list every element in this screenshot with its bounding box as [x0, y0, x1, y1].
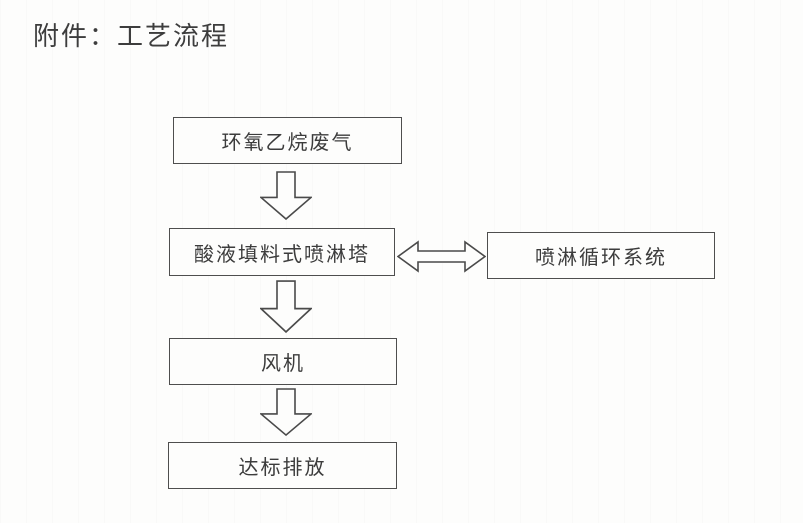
node-waste-gas: 环氧乙烷废气	[173, 117, 402, 164]
node-spray-tower-label: 酸液填料式喷淋塔	[194, 243, 370, 266]
double-arrow-icon	[397, 240, 486, 273]
down-arrow-icon	[260, 388, 312, 436]
page-title: 附件：工艺流程	[33, 22, 230, 51]
node-fan: 风机	[169, 338, 397, 385]
node-discharge: 达标排放	[168, 442, 397, 489]
down-arrow-icon	[260, 171, 312, 220]
node-discharge-label: 达标排放	[238, 457, 327, 479]
down-arrow-icon	[260, 280, 312, 333]
node-circulation-system-label: 喷淋循环系统	[535, 247, 667, 269]
node-fan-label: 风机	[261, 353, 305, 375]
node-spray-tower: 酸液填料式喷淋塔	[169, 228, 395, 276]
node-circulation-system: 喷淋循环系统	[487, 232, 715, 279]
node-waste-gas-label: 环氧乙烷废气	[221, 132, 354, 154]
